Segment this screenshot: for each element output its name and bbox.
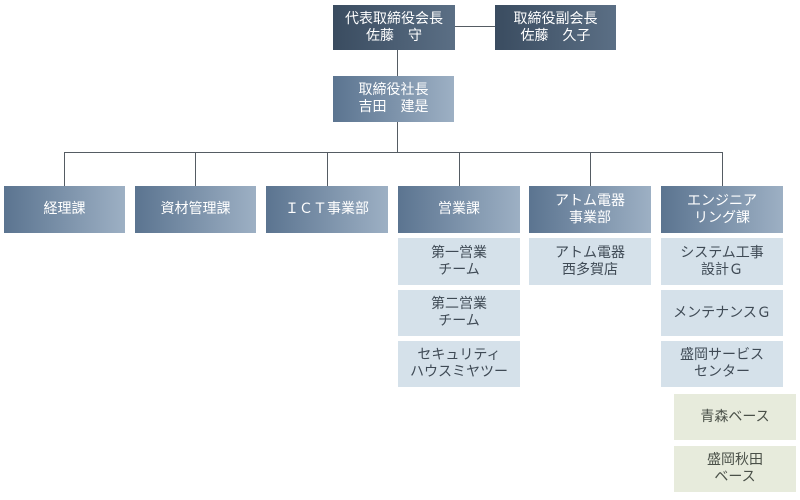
- president-title: 取締役社長: [358, 82, 429, 98]
- connector-dept-2: [195, 152, 196, 186]
- unit-label: ハウスミヤツー: [410, 364, 508, 380]
- department-label: 資材管理課: [160, 201, 231, 217]
- unit-label: 第二営業: [431, 296, 487, 312]
- connector-dept-3: [327, 152, 328, 186]
- department-label: アトム電器: [555, 192, 625, 209]
- department-atom: アトム電器 事業部: [529, 186, 651, 233]
- unit-label: アトム電器: [555, 244, 625, 261]
- department-label: エンジニア: [687, 192, 757, 209]
- department-label: リング課: [694, 209, 750, 226]
- connector-dept-1: [64, 152, 65, 186]
- unit-label: チーム: [438, 261, 480, 278]
- chairman-title: 代表取締役会長: [345, 10, 443, 27]
- vice-chairman-box: 取締役副会長 佐藤 久子: [495, 5, 616, 50]
- unit-label: ベース: [714, 469, 756, 485]
- connector-dept-6: [722, 152, 723, 186]
- unit-label: 第一営業: [431, 244, 487, 261]
- department-materials: 資材管理課: [135, 186, 256, 233]
- chairman-box: 代表取締役会長 佐藤 守: [333, 5, 455, 50]
- department-label: 事業部: [569, 209, 611, 226]
- connector-president-bus: [397, 122, 398, 152]
- department-engineering: エンジニア リング課: [661, 186, 783, 233]
- unit-label: チーム: [438, 313, 480, 329]
- connector-dept-4: [459, 152, 460, 186]
- chairman-name: 佐藤 守: [366, 27, 422, 44]
- vice-chairman-title: 取締役副会長: [513, 10, 598, 27]
- unit-label: セキュリティ: [417, 347, 501, 363]
- department-sales: 営業課: [398, 186, 520, 233]
- connector-chairman-vice: [455, 26, 495, 27]
- connector-chairman-president: [397, 50, 398, 76]
- sales-team-security: セキュリティ ハウスミヤツー: [398, 341, 520, 387]
- sales-team-2: 第二営業 チーム: [398, 290, 520, 336]
- unit-label: メンテナンスＧ: [673, 304, 771, 321]
- department-label: 経理課: [43, 201, 86, 217]
- unit-label: 盛岡秋田: [707, 452, 763, 468]
- department-label: ＩＣＴ事業部: [285, 201, 369, 217]
- unit-label: システム工事: [680, 244, 764, 261]
- engineering-maintenance: メンテナンスＧ: [661, 290, 783, 336]
- connector-dept-5: [590, 152, 591, 186]
- engineering-morioka-center: 盛岡サービス センター: [661, 341, 783, 387]
- department-accounting: 経理課: [4, 186, 125, 233]
- unit-label: 設計Ｇ: [701, 261, 743, 278]
- sales-team-1: 第一営業 チーム: [398, 238, 520, 285]
- department-label: 営業課: [438, 201, 480, 217]
- unit-label: 西多賀店: [562, 261, 618, 278]
- base-morioka-akita: 盛岡秋田 ベース: [674, 446, 796, 492]
- unit-label: センター: [694, 364, 750, 380]
- connector-department-bus: [64, 152, 722, 153]
- vice-chairman-name: 佐藤 久子: [520, 27, 591, 44]
- atom-nishitaga-store: アトム電器 西多賀店: [529, 238, 651, 285]
- unit-label: 青森ベース: [700, 408, 770, 425]
- department-ict: ＩＣＴ事業部: [266, 186, 388, 233]
- president-name: 吉田 建是: [358, 99, 429, 115]
- president-box: 取締役社長 吉田 建是: [333, 76, 454, 122]
- unit-label: 盛岡サービス: [680, 347, 764, 363]
- base-aomori: 青森ベース: [674, 394, 796, 440]
- engineering-system-design: システム工事 設計Ｇ: [661, 238, 783, 285]
